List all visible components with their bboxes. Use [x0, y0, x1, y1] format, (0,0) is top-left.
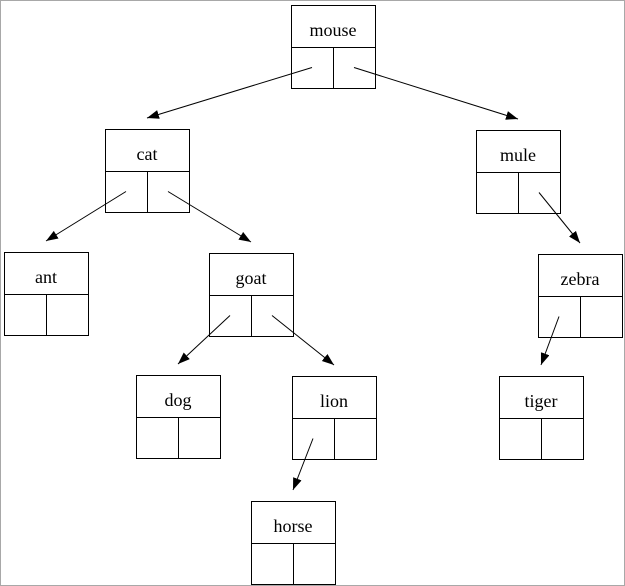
edge-mule-zebra: [538, 192, 581, 244]
tree-node-horse: horse: [251, 501, 336, 585]
tree-node-mule: mule: [476, 130, 561, 214]
node-label: tiger: [525, 391, 558, 411]
tree-node-cat: cat: [105, 129, 190, 213]
edge-zebra-tiger: [540, 316, 560, 366]
node-label: cat: [137, 144, 158, 164]
edge-mouse-mule: [353, 67, 519, 120]
edge-lion-horse: [292, 438, 314, 491]
tree-node-zebra: zebra: [538, 254, 623, 338]
node-label: zebra: [561, 269, 600, 289]
node-label: ant: [35, 267, 57, 287]
node-label: mule: [500, 145, 536, 165]
tree-node-tiger: tiger: [499, 376, 584, 460]
edge-mouse-cat: [146, 67, 313, 119]
tree-node-dog: dog: [136, 375, 221, 459]
node-label: lion: [320, 391, 348, 411]
edge-cat-goat: [167, 191, 252, 243]
tree-node-goat: goat: [209, 253, 294, 337]
tree-node-lion: lion: [292, 376, 377, 460]
tree-node-ant: ant: [4, 252, 89, 336]
node-label: goat: [236, 268, 267, 288]
tree-node-mouse: mouse: [291, 5, 376, 89]
node-label: mouse: [310, 20, 357, 40]
node-label: horse: [274, 516, 313, 536]
edge-goat-dog: [177, 315, 231, 365]
edge-cat-ant: [45, 191, 127, 242]
edge-goat-lion: [271, 315, 335, 366]
node-label: dog: [165, 390, 192, 410]
